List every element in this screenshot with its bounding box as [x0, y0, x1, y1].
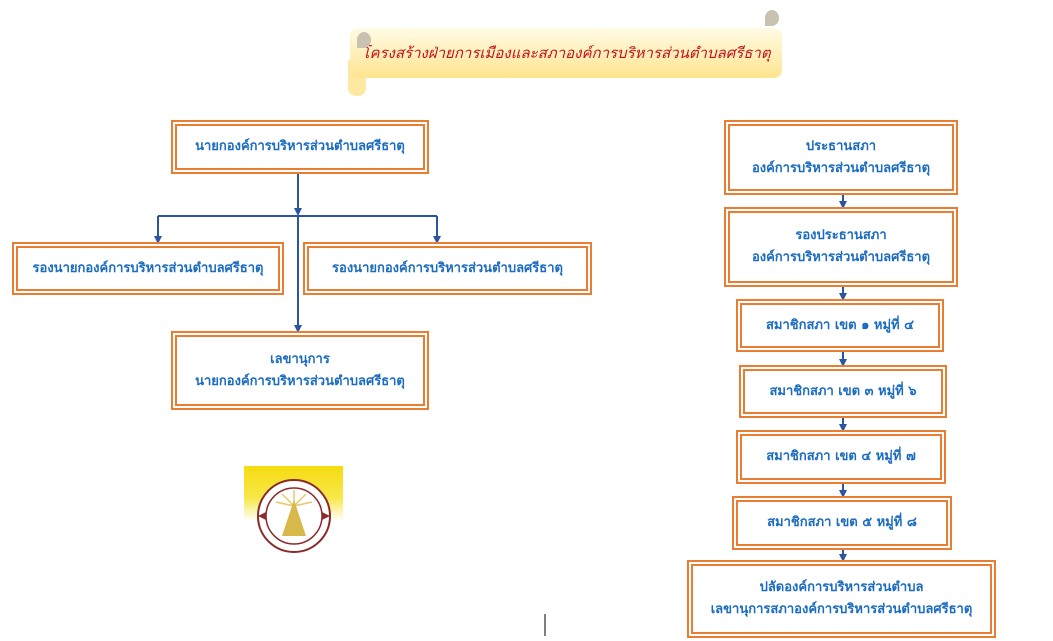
- page-title: โครงสร้างฝ่ายการเมืองและสภาองค์การบริหาร…: [361, 44, 771, 62]
- member-label: สมาชิกสภา เขต ๕ หมู่ที่ ๘: [767, 515, 917, 530]
- council-clerk-box: ปลัดองค์การบริหารส่วนตำบลเลขานุการสภาองค…: [691, 564, 992, 634]
- member-label: สมาชิกสภา เขต ๔ หมู่ที่ ๗: [766, 449, 916, 464]
- clerk-label-1: ปลัดองค์การบริหารส่วนตำบล: [759, 580, 924, 595]
- deputy-mayor-box-right: รองนายกองค์การบริหารส่วนตำบลศรีธาตุ: [307, 246, 588, 291]
- president-label-2: องค์การบริหารส่วนตำบลศรีธาตุ: [751, 160, 931, 176]
- organization-seal-logo: [244, 466, 343, 558]
- deputy-mayor-box-left: รองนายกองค์การบริหารส่วนตำบลศรีธาตุ: [16, 246, 280, 291]
- vice-label-2: องค์การบริหารส่วนตำบลศรีธาตุ: [751, 250, 931, 265]
- secretary-label-2: นายกองค์การบริหารส่วนตำบลศรีธาตุ: [195, 373, 405, 389]
- council-member-box: สมาชิกสภา เขต ๑ หมู่ที่ ๔: [740, 303, 940, 348]
- page-title-banner: โครงสร้างฝ่ายการเมืองและสภาองค์การบริหาร…: [350, 28, 782, 78]
- secretary-box: เลขานุการนายกองค์การบริหารส่วนตำบลศรีธาต…: [175, 335, 425, 406]
- council-vice-president-box: รองประธานสภาองค์การบริหารส่วนตำบลศรีธาตุ: [728, 211, 954, 283]
- secretary-label-1: เลขานุการ: [270, 351, 330, 367]
- council-member-box: สมาชิกสภา เขต ๕ หมู่ที่ ๘: [736, 500, 948, 546]
- banner-curl: [357, 32, 371, 48]
- mayor-label: นายกองค์การบริหารส่วนตำบลศรีธาตุ: [195, 139, 405, 154]
- council-member-box: สมาชิกสภา เขต ๓ หมู่ที่ ๖: [743, 369, 943, 414]
- council-member-box: สมาชิกสภา เขต ๔ หมู่ที่ ๗: [740, 434, 942, 480]
- deputy-label: รองนายกองค์การบริหารส่วนตำบลศรีธาตุ: [332, 260, 563, 276]
- member-label: สมาชิกสภา เขต ๓ หมู่ที่ ๖: [769, 383, 917, 399]
- clerk-label-2: เลขานุการสภาองค์การบริหารส่วนตำบลศรีธาตุ: [710, 602, 973, 617]
- deputy-label: รองนายกองค์การบริหารส่วนตำบลศรีธาตุ: [32, 260, 264, 276]
- mayor-box: นายกองค์การบริหารส่วนตำบลศรีธาตุ: [175, 124, 425, 170]
- vice-label-1: รองประธานสภา: [795, 228, 887, 243]
- member-label: สมาชิกสภา เขต ๑ หมู่ที่ ๔: [766, 317, 914, 333]
- president-label-1: ประธานสภา: [805, 138, 877, 154]
- banner-curl: [765, 10, 779, 26]
- council-president-box: ประธานสภาองค์การบริหารส่วนตำบลศรีธาตุ: [728, 124, 954, 191]
